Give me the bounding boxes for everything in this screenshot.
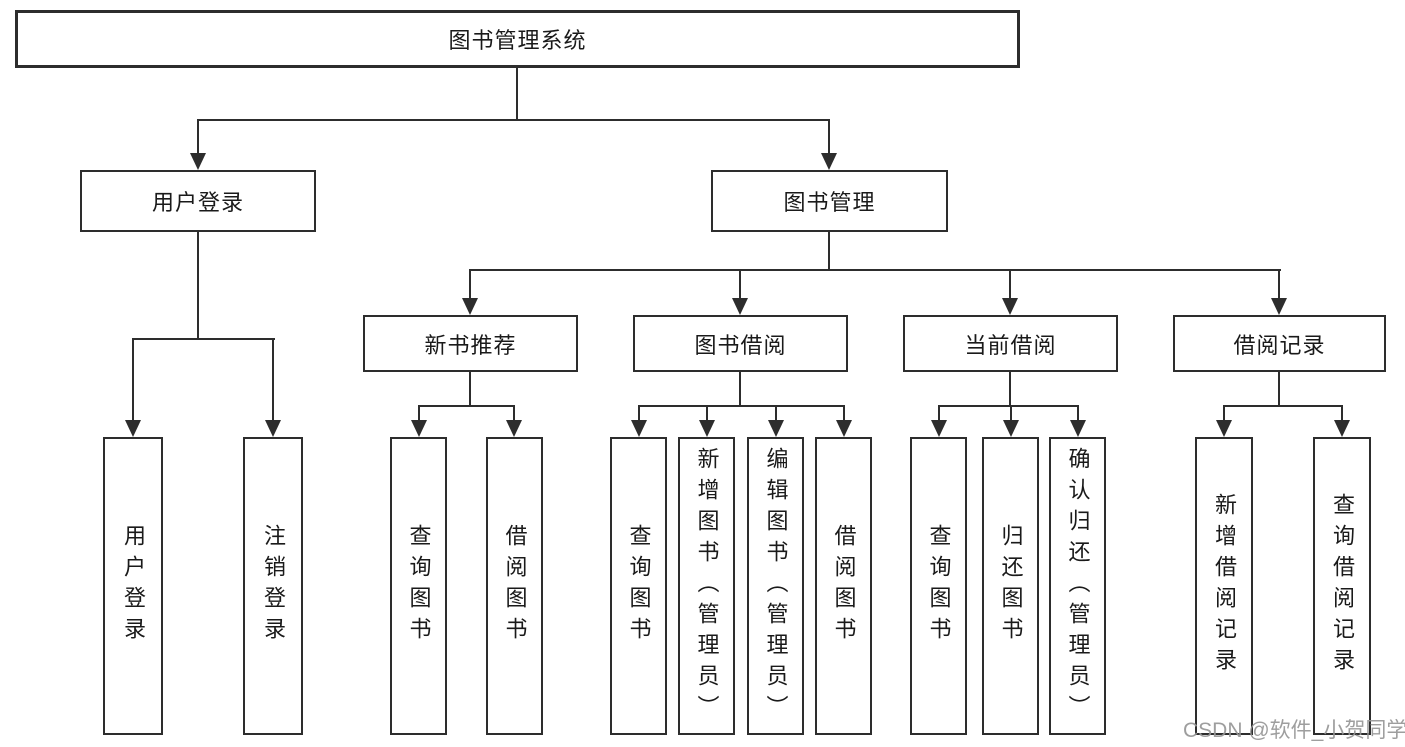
leaf-borrow-book-recommend: 借阅图书 [486,437,543,735]
leaf-borrow-book-recommend-label: 借阅图书 [502,524,528,648]
leaf-return-book: 归还图书 [982,437,1039,735]
node-user-login-label: 用户登录 [151,190,244,215]
node-book-management-label: 图书管理 [783,190,876,215]
node-new-book-recommend-label: 新书推荐 [424,332,517,358]
leaf-edit-book-admin-label: 编辑图书（管理员） [763,446,789,726]
connector-line [272,338,274,422]
connector-line [1223,405,1225,421]
arrow-down-icon [1271,298,1287,315]
arrow-down-icon [836,420,852,437]
arrow-down-icon [768,420,784,437]
connector-line [775,405,777,421]
connector-line [843,405,845,421]
arrow-down-icon [265,420,281,437]
arrow-down-icon [1334,420,1350,437]
connector-line [739,371,741,407]
connector-line [1009,371,1011,407]
arrow-down-icon [1002,298,1018,315]
leaf-borrow-book-label: 借阅图书 [831,524,857,648]
connector-line [938,405,940,421]
node-new-book-recommend: 新书推荐 [363,315,578,372]
arrow-down-icon [190,153,206,170]
leaf-confirm-return-admin: 确认归还（管理员） [1049,437,1106,735]
connector-line [828,119,830,155]
arrow-down-icon [1003,420,1019,437]
leaf-edit-book-admin: 编辑图书（管理员） [747,437,804,735]
connector-line [197,232,199,340]
leaf-user-login: 用户登录 [103,437,163,735]
leaf-query-book-borrow-label: 查询图书 [626,524,652,648]
node-current-borrow-label: 当前借阅 [964,332,1057,358]
node-borrow-record: 借阅记录 [1173,315,1386,372]
arrow-down-icon [1070,420,1086,437]
arrow-down-icon [462,298,478,315]
connector-line [638,405,640,421]
leaf-query-book-recommend-label: 查询图书 [406,524,432,648]
connector-line [828,232,830,271]
connector-line [418,405,515,407]
connector-line [418,405,420,421]
arrow-down-icon [931,420,947,437]
connector-line [513,405,515,421]
connector-line [1009,269,1011,300]
node-book-borrow: 图书借阅 [633,315,848,372]
connector-line [469,371,471,407]
leaf-query-book-current: 查询图书 [910,437,967,735]
leaf-add-borrow-record: 新增借阅记录 [1195,437,1253,735]
arrow-down-icon [506,420,522,437]
leaf-query-borrow-record: 查询借阅记录 [1313,437,1371,735]
leaf-add-book-admin-label: 新增图书（管理员） [694,446,720,726]
arrow-down-icon [732,298,748,315]
connector-line [938,405,1079,407]
leaf-query-borrow-record-label: 查询借阅记录 [1330,493,1355,679]
connector-line [1341,405,1343,421]
leaf-logout-label: 注销登录 [261,524,286,648]
connector-line [132,338,134,422]
node-root-label: 图书管理系统 [448,28,587,53]
connector-line [516,67,518,120]
node-book-management: 图书管理 [711,170,948,232]
leaf-query-book-recommend: 查询图书 [390,437,447,735]
leaf-query-book-borrow: 查询图书 [610,437,667,735]
connector-line [469,269,471,300]
arrow-down-icon [411,420,427,437]
connector-line [197,119,830,121]
arrow-down-icon [699,420,715,437]
connector-line [1077,405,1079,421]
connector-line [1278,269,1280,300]
node-borrow-record-label: 借阅记录 [1233,332,1326,358]
connector-line [739,269,741,300]
leaf-logout: 注销登录 [243,437,303,735]
arrow-down-icon [631,420,647,437]
node-current-borrow: 当前借阅 [903,315,1118,372]
node-user-login: 用户登录 [80,170,316,232]
connector-line [706,405,708,421]
leaf-query-book-current-label: 查询图书 [926,524,952,648]
node-root: 图书管理系统 [15,10,1020,68]
connector-line [469,269,1281,271]
arrow-down-icon [125,420,141,437]
connector-line [1223,405,1343,407]
leaf-confirm-return-admin-label: 确认归还（管理员） [1065,446,1091,726]
connector-line [1278,371,1280,407]
csdn-watermark: CSDN @软件_小贺同学 [1183,719,1405,742]
leaf-user-login-label: 用户登录 [121,524,146,648]
leaf-borrow-book: 借阅图书 [815,437,872,735]
leaf-add-borrow-record-label: 新增借阅记录 [1212,493,1237,679]
connector-line [638,405,845,407]
connector-line [197,119,199,155]
connector-line [132,338,275,340]
arrow-down-icon [821,153,837,170]
connector-line [1010,405,1012,421]
arrow-down-icon [1216,420,1232,437]
leaf-return-book-label: 归还图书 [998,524,1024,648]
node-book-borrow-label: 图书借阅 [694,332,787,358]
leaf-add-book-admin: 新增图书（管理员） [678,437,735,735]
